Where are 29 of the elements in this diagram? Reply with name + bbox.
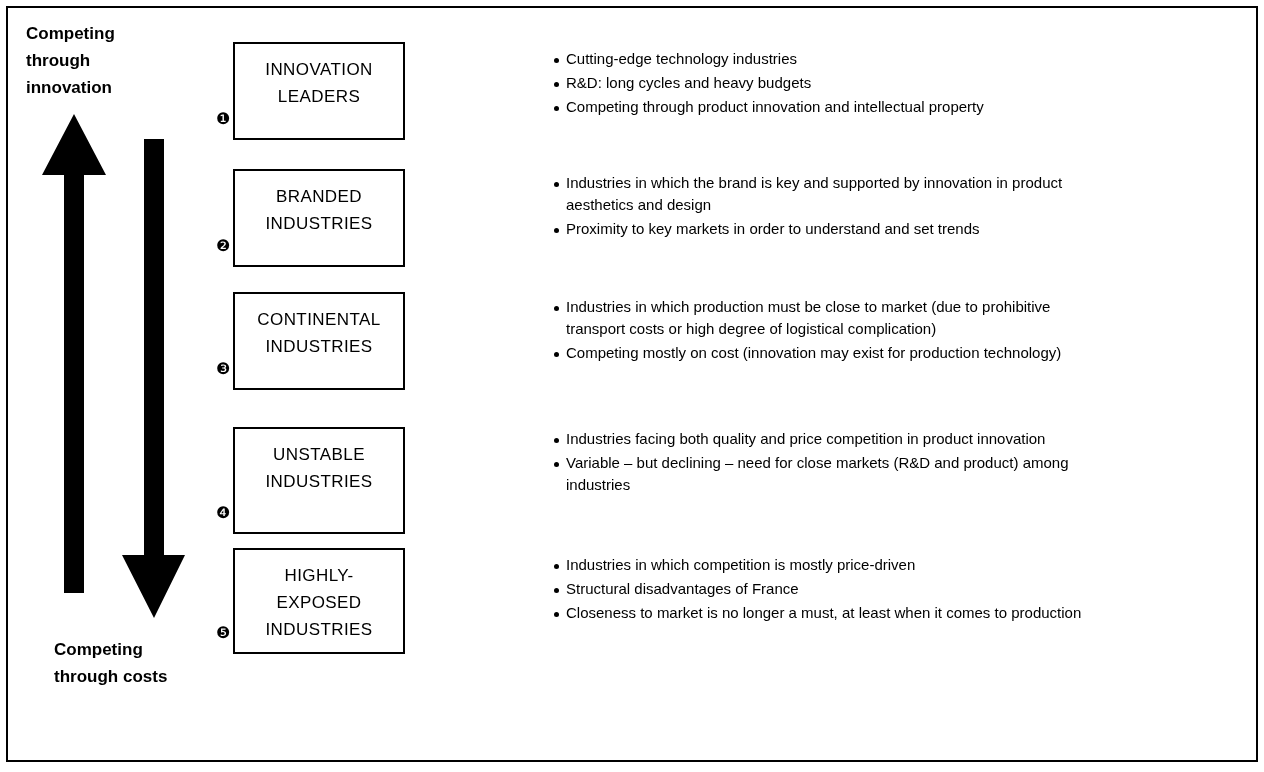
- bullet-text: Competing mostly on cost (innovation may exist for production technology): [566, 343, 1062, 363]
- bullet-text: Proximity to key markets in order to understand and set trends: [566, 219, 980, 239]
- category-box: [233, 42, 405, 140]
- bullet-text: Closeness to market is no longer a must, at least when it comes to production: [566, 603, 1082, 623]
- category-title: UNSTABLE INDUSTRIES: [264, 444, 374, 493]
- number-marker: ❶: [216, 110, 230, 128]
- bullet-text: Competing through product innovation and intellectual property: [566, 97, 984, 117]
- bullet-text: R&D: long cycles and heavy budgets: [566, 73, 812, 93]
- category-title: INNOVATION LEADERS: [264, 59, 374, 108]
- bullet-text: Industries in which production must be close to market (due to prohibitive transport costs or high degree of logistical complication): [566, 297, 1052, 339]
- bullet-text: Industries in which competition is mostly price-driven: [566, 555, 916, 575]
- bullet-text: Cutting-edge technology industries: [566, 49, 797, 69]
- category-title: HIGHLY-EXPOSED INDUSTRIES: [264, 565, 374, 641]
- category-box: [233, 548, 405, 654]
- bullet-text: Industries in which the brand is key and supported by innovation in product aesthetics and design: [566, 173, 1064, 215]
- number-marker: ❷: [216, 237, 230, 255]
- number-marker: ❺: [216, 624, 230, 642]
- bullet-text: Structural disadvantages of France: [566, 579, 799, 599]
- category-box: [233, 292, 405, 390]
- axis-label: Competing through costs: [54, 639, 169, 688]
- category-box: [233, 169, 405, 267]
- bullet-text: Variable – but declining – need for close markets (R&D and product) among industries: [566, 453, 1070, 495]
- axis-label: Competing through innovation: [26, 23, 116, 99]
- category-title: CONTINENTAL INDUSTRIES: [256, 309, 382, 358]
- bullet-text: Industries facing both quality and price competition in product innovation: [566, 429, 1046, 449]
- number-marker: ❹: [216, 504, 230, 522]
- category-box: [233, 427, 405, 534]
- category-title: BRANDED INDUSTRIES: [264, 186, 374, 235]
- number-marker: ❸: [216, 360, 230, 378]
